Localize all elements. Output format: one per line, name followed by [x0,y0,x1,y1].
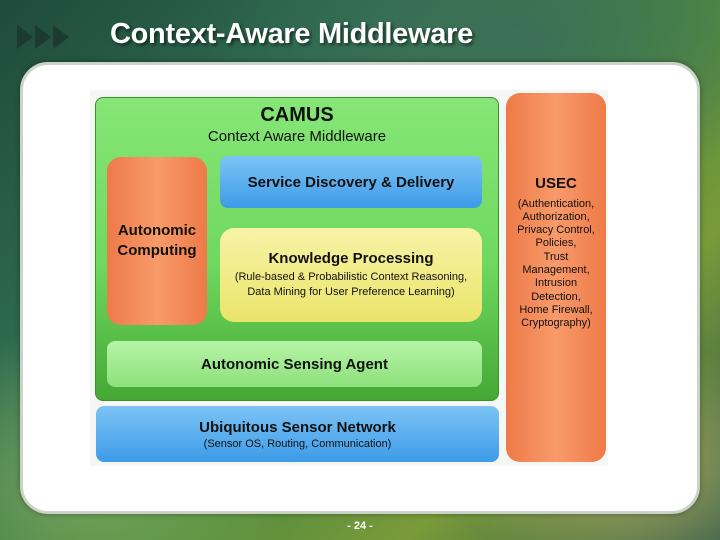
sensing-agent-block: Autonomic Sensing Agent [107,341,482,387]
sensor-network-description: (Sensor OS, Routing, Communication) [203,437,392,450]
service-discovery-block: Service Discovery & Delivery [220,156,482,208]
camus-name: CAMUS [260,104,334,126]
sensor-network-block: Ubiquitous Sensor Network (Sensor OS, Ro… [96,406,499,462]
arrow-icon [35,25,51,49]
service-discovery-label: Service Discovery & Delivery [247,173,455,191]
sensor-network-title: Ubiquitous Sensor Network [199,418,396,436]
usec-description: (Authentication, Authorization, Privacy … [517,197,595,330]
autonomic-computing-label: Autonomic Computing [117,222,197,259]
sensing-agent-label: Autonomic Sensing Agent [201,355,388,373]
knowledge-processing-title: Knowledge Processing [268,250,434,267]
arrow-icon [53,25,69,49]
knowledge-processing-block: Knowledge Processing (Rule-based & Proba… [220,228,482,322]
usec-block: USEC (Authentication, Authorization, Pri… [506,93,606,462]
architecture-diagram: CAMUS Context Aware Middleware Autonomic… [90,90,608,466]
autonomic-computing-block: Autonomic Computing [107,157,207,325]
slide-title: Context-Aware Middleware [110,18,473,50]
title-arrows-icon [17,25,69,49]
page-number: - 24 - [347,520,373,532]
arrow-icon [17,25,33,49]
camus-subtitle: Context Aware Middleware [207,128,387,145]
knowledge-processing-description: (Rule-based & Probabilistic Context Reas… [234,271,468,298]
usec-title: USEC [535,174,577,192]
